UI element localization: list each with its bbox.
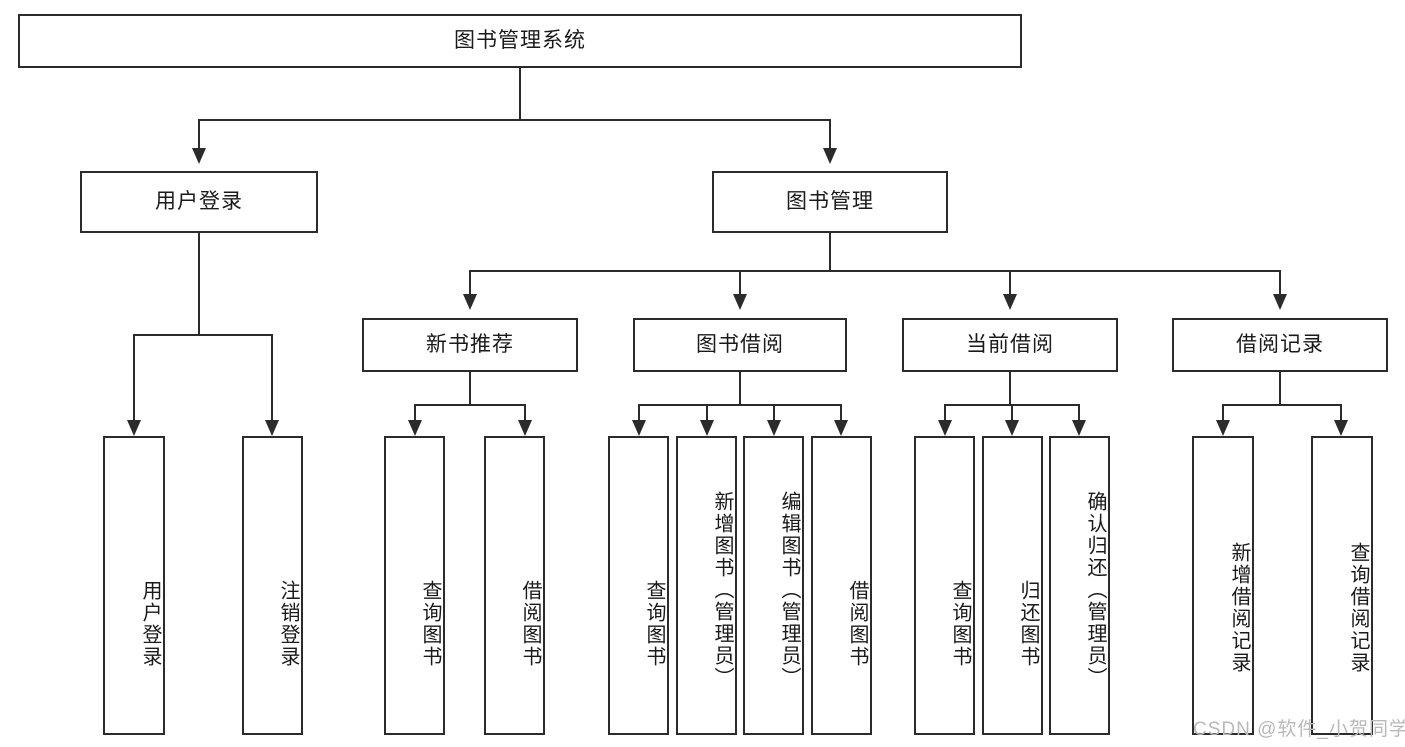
node-new-book-recommend[interactable]: 新书推荐 xyxy=(362,318,578,372)
node-borrow-record[interactable]: 借阅记录 xyxy=(1172,318,1388,372)
arrow-to-current-borrow xyxy=(1003,294,1017,310)
node-label: 用户登录 xyxy=(155,190,243,214)
node-label: 借阅图书 xyxy=(846,579,868,668)
connector-current-stem xyxy=(1009,372,1011,405)
arrow-to-borrow-record xyxy=(1273,294,1287,310)
node-label: 确认归还（管理员） xyxy=(1084,490,1106,689)
connector-record-drop-2 xyxy=(1340,404,1342,421)
leaf-logout[interactable]: 注销登录 xyxy=(242,436,303,735)
leaf-query-book-recommend[interactable]: 查询图书 xyxy=(384,436,445,735)
connector-level2-bar xyxy=(198,119,830,121)
connector-level2-drop-2 xyxy=(829,119,831,149)
connector-current-drop-3 xyxy=(1078,404,1080,421)
connector-borrow-stem xyxy=(739,372,741,405)
connector-current-drop-2 xyxy=(1011,404,1013,421)
csdn-watermark: CSDN @软件_小贺同学 xyxy=(1193,719,1405,740)
node-label: 用户登录 xyxy=(139,579,161,668)
arrow-to-leaf-query-record xyxy=(1334,420,1348,436)
connector-record-stem xyxy=(1279,372,1281,405)
connector-user-login-stem xyxy=(198,233,200,335)
connector-recommend-drop-1 xyxy=(414,404,416,421)
leaf-confirm-return-admin[interactable]: 确认归还（管理员） xyxy=(1049,436,1110,735)
connector-current-drop-1 xyxy=(944,404,946,421)
node-label: 查询图书 xyxy=(419,579,441,668)
leaf-query-book-borrow[interactable]: 查询图书 xyxy=(608,436,669,735)
leaf-return-book[interactable]: 归还图书 xyxy=(982,436,1043,735)
leaf-add-book-admin[interactable]: 新增图书（管理员） xyxy=(676,436,737,735)
node-label: 图书管理系统 xyxy=(454,29,586,53)
connector-borrow-bar xyxy=(638,404,842,406)
connector-root-stem xyxy=(519,68,521,120)
node-label: 图书管理 xyxy=(786,190,874,214)
node-label: 新增图书（管理员） xyxy=(711,490,733,689)
connector-recommend-bar xyxy=(414,404,526,406)
connector-record-drop-1 xyxy=(1222,404,1224,421)
node-label: 新增借阅记录 xyxy=(1228,541,1250,674)
node-current-borrow[interactable]: 当前借阅 xyxy=(902,318,1118,372)
connector-borrow-drop-3 xyxy=(773,404,775,421)
connector-recommend-drop-2 xyxy=(524,404,526,421)
node-label: 编辑图书（管理员） xyxy=(778,490,800,689)
node-label: 注销登录 xyxy=(277,579,299,668)
leaf-borrow-book-recommend[interactable]: 借阅图书 xyxy=(484,436,545,735)
arrow-to-new-book-recommend xyxy=(463,294,477,310)
connector-user-login-drop-1 xyxy=(133,334,135,421)
node-root-system[interactable]: 图书管理系统 xyxy=(18,14,1022,68)
connector-level3-drop-2 xyxy=(739,270,741,295)
arrow-to-leaf-query-book-3 xyxy=(938,420,952,436)
connector-borrow-drop-2 xyxy=(706,404,708,421)
connector-level2-drop-1 xyxy=(198,119,200,149)
connector-recommend-stem xyxy=(469,372,471,405)
arrow-to-leaf-add-record xyxy=(1216,420,1230,436)
arrow-to-book-borrow xyxy=(733,294,747,310)
connector-book-management-stem xyxy=(829,233,831,271)
node-label: 查询借阅记录 xyxy=(1347,541,1369,674)
node-book-borrow[interactable]: 图书借阅 xyxy=(633,318,847,372)
leaf-edit-book-admin[interactable]: 编辑图书（管理员） xyxy=(743,436,804,735)
connector-level3-drop-4 xyxy=(1279,270,1281,295)
node-label: 归还图书 xyxy=(1017,579,1039,668)
arrow-to-leaf-logout xyxy=(265,420,279,436)
connector-level3-bar xyxy=(469,270,1280,272)
arrow-to-user-login xyxy=(192,148,206,164)
connector-borrow-drop-1 xyxy=(638,404,640,421)
connector-level3-drop-1 xyxy=(469,270,471,295)
node-user-login[interactable]: 用户登录 xyxy=(80,171,318,233)
arrow-to-leaf-edit-book xyxy=(767,420,781,436)
arrow-to-leaf-user-login xyxy=(127,420,141,436)
connector-level3-drop-3 xyxy=(1009,270,1011,295)
leaf-query-borrow-record[interactable]: 查询借阅记录 xyxy=(1311,436,1373,735)
node-label: 借阅图书 xyxy=(519,579,541,668)
connector-borrow-drop-4 xyxy=(840,404,842,421)
leaf-add-borrow-record[interactable]: 新增借阅记录 xyxy=(1192,436,1254,735)
arrow-to-leaf-return-book xyxy=(1005,420,1019,436)
node-label: 查询图书 xyxy=(949,579,971,668)
node-label: 新书推荐 xyxy=(426,333,514,357)
arrow-to-leaf-borrow-book-2 xyxy=(834,420,848,436)
connector-record-bar xyxy=(1222,404,1342,406)
connector-user-login-bar xyxy=(133,334,272,336)
leaf-user-login[interactable]: 用户登录 xyxy=(103,436,165,735)
node-label: 当前借阅 xyxy=(966,333,1054,357)
leaf-query-book-current[interactable]: 查询图书 xyxy=(914,436,975,735)
arrow-to-leaf-query-book-1 xyxy=(408,420,422,436)
arrow-to-leaf-add-book xyxy=(700,420,714,436)
arrow-to-book-management xyxy=(823,148,837,164)
connector-user-login-drop-2 xyxy=(271,334,273,421)
node-label: 借阅记录 xyxy=(1236,333,1324,357)
node-book-management[interactable]: 图书管理 xyxy=(712,171,948,233)
node-label: 图书借阅 xyxy=(696,333,784,357)
arrow-to-leaf-query-book-2 xyxy=(632,420,646,436)
node-label: 查询图书 xyxy=(643,579,665,668)
leaf-borrow-book[interactable]: 借阅图书 xyxy=(811,436,872,735)
arrow-to-leaf-borrow-book-1 xyxy=(518,420,532,436)
arrow-to-leaf-confirm-return xyxy=(1072,420,1086,436)
